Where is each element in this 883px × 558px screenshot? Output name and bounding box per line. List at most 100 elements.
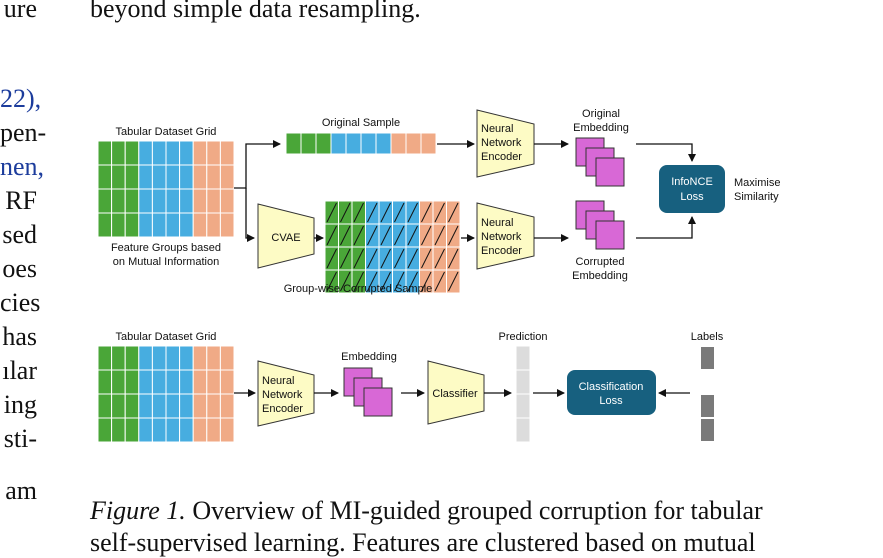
sample-cell <box>330 132 347 155</box>
arrow-orig-emb-to-loss <box>636 143 696 162</box>
encoder-label-1: Neural <box>481 123 513 135</box>
corruption-hatch <box>326 202 337 223</box>
left-column-line: cies <box>0 288 41 317</box>
corruption-hatch <box>353 202 364 223</box>
corruption-hatch <box>367 248 378 269</box>
encoder-label-2: Network <box>481 137 522 149</box>
grid-cell <box>138 212 153 238</box>
grid-cell <box>124 345 140 371</box>
grid-cell <box>151 212 167 238</box>
encoder-label-2: Network <box>481 231 522 243</box>
grid-cell <box>165 417 181 443</box>
grid-cell <box>138 140 153 166</box>
sample-cell <box>345 132 362 155</box>
left-column-line[interactable]: 22), <box>0 84 42 113</box>
corruption-hatch <box>421 271 432 292</box>
maximise-label-2: Similarity <box>734 191 779 203</box>
corrupted-embedding-label-1: Corrupted <box>576 256 625 268</box>
sample-cell <box>390 132 407 155</box>
corruption-hatch <box>434 202 445 223</box>
grid-cell <box>151 369 167 395</box>
corruption-hatch <box>394 225 405 246</box>
corruption-hatch <box>448 202 459 223</box>
corruption-hatch <box>407 225 418 246</box>
grid-cell <box>192 212 208 238</box>
grid-cell <box>97 345 113 371</box>
original-embedding-stack <box>575 137 625 187</box>
grid-cell <box>219 188 235 214</box>
grid-cell <box>124 164 140 190</box>
grid-cell <box>219 393 235 419</box>
corruption-hatch <box>380 225 391 246</box>
encoder-label-1: Neural <box>481 217 513 229</box>
corruption-hatch <box>353 271 364 292</box>
grid-cell <box>111 212 126 238</box>
grid-cell <box>192 345 208 371</box>
corrupted-embedding-label-2: Embedding <box>572 270 628 282</box>
grid-cell <box>179 188 194 214</box>
prediction-cell <box>515 417 531 443</box>
grid-cell <box>206 393 221 419</box>
grid-cell <box>179 164 194 190</box>
grid-cell <box>97 188 113 214</box>
left-column-line: ılar <box>2 356 37 385</box>
grid-cell <box>111 188 126 214</box>
classifier-block: Classifier <box>427 360 485 425</box>
prediction-label: Prediction <box>499 331 548 343</box>
corruption-hatch <box>380 271 391 292</box>
grid-cell <box>179 369 194 395</box>
grid-cell <box>219 164 235 190</box>
grid-cell <box>124 393 140 419</box>
grid-cell <box>165 140 181 166</box>
corruption-hatch <box>421 225 432 246</box>
grid-cell <box>138 417 153 443</box>
grid-cell <box>192 369 208 395</box>
grid-cell <box>124 188 140 214</box>
prediction-cell <box>515 345 531 371</box>
left-column-line: RF <box>5 186 37 215</box>
corruption-hatch <box>367 202 378 223</box>
grid-cell <box>219 345 235 371</box>
grid-cell <box>165 188 181 214</box>
top-grid-title: Tabular Dataset Grid <box>116 126 217 138</box>
grid-cell <box>192 164 208 190</box>
grid-cell <box>138 188 153 214</box>
classification-loss-box: Classification Loss <box>567 370 656 415</box>
cvae-block: CVAE <box>257 203 315 269</box>
grid-cell <box>97 369 113 395</box>
original-embedding-label-1: Original <box>582 108 620 120</box>
neural-network-encoder-top: Neural Network Encoder <box>476 109 535 178</box>
cvae-label: CVAE <box>271 232 300 244</box>
left-column-line[interactable]: nen, <box>0 152 45 181</box>
left-column-line: ure <box>3 0 37 23</box>
infonce-label-2: Loss <box>680 191 704 203</box>
sample-cell <box>360 132 377 155</box>
grid-cell <box>111 393 126 419</box>
arrow-corr-emb-to-loss <box>636 216 696 239</box>
corruption-hatch <box>326 271 337 292</box>
bottom-grid-title: Tabular Dataset Grid <box>116 331 217 343</box>
sample-cell <box>375 132 392 155</box>
grid-cell <box>97 417 113 443</box>
corruption-hatch <box>421 202 432 223</box>
labels-column <box>701 347 714 441</box>
grid-cell <box>151 188 167 214</box>
encoder-label-3: Encoder <box>262 403 303 415</box>
corruption-hatch <box>380 248 391 269</box>
embedding-stack-bottom <box>343 367 393 417</box>
top-grid-caption-2: on Mutual Information <box>113 256 219 268</box>
classification-loss-label-2: Loss <box>599 395 623 407</box>
grid-cell <box>97 212 113 238</box>
corruption-hatch <box>434 225 445 246</box>
neural-network-encoder-bottom: Neural Network Encoder <box>257 360 315 427</box>
corruption-hatch <box>434 248 445 269</box>
grid-cell <box>151 164 167 190</box>
corruption-hatch <box>367 271 378 292</box>
caption-line-2: self-supervised learning. Features are c… <box>90 528 756 557</box>
grid-cell <box>206 369 221 395</box>
grid-cell <box>124 140 140 166</box>
grid-cell <box>138 345 153 371</box>
grid-cell <box>111 369 126 395</box>
grid-cell <box>179 417 194 443</box>
